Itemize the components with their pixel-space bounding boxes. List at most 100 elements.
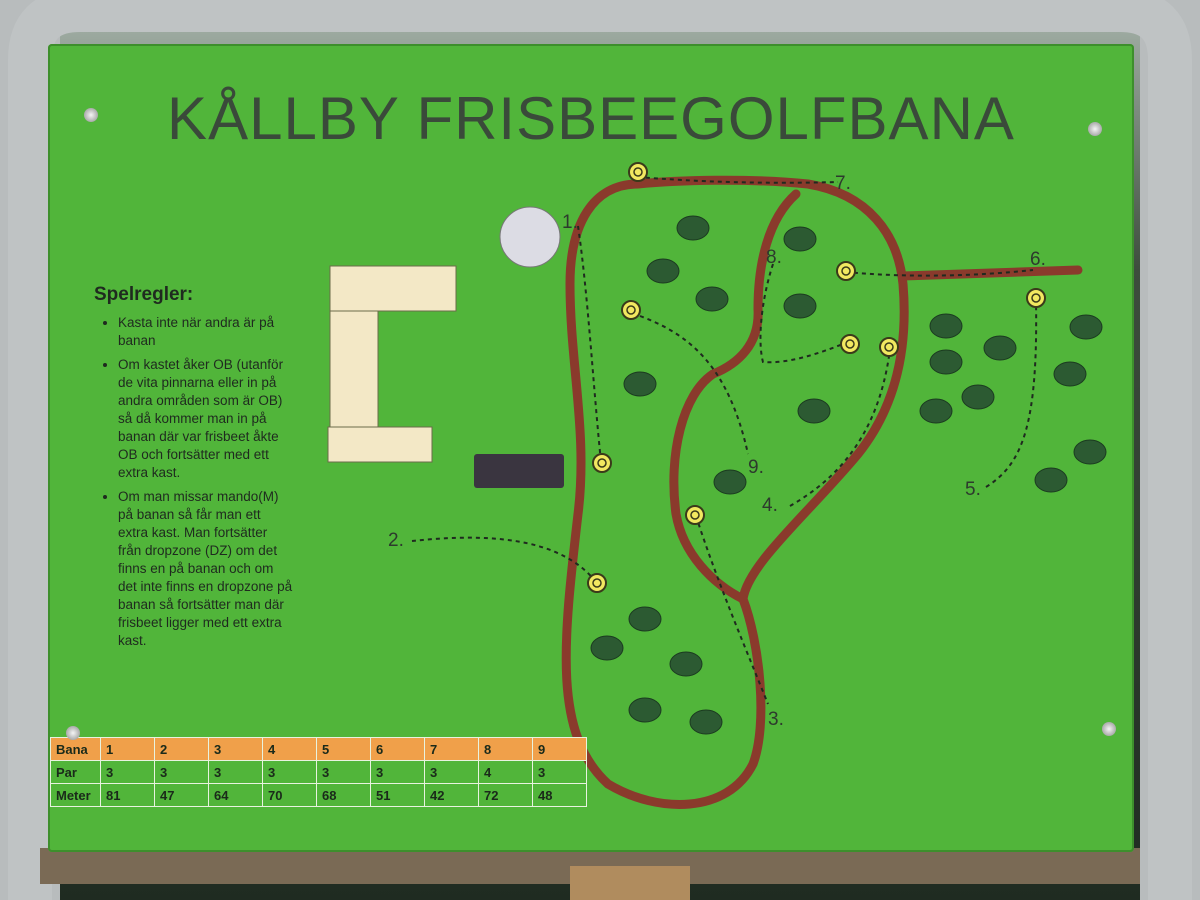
tree-icon — [713, 469, 747, 495]
fairway-6 — [845, 269, 1034, 277]
table-cell: 3 — [316, 760, 371, 784]
hole-label-5: 5. — [965, 479, 981, 500]
table-cell: 47 — [154, 783, 209, 807]
basket-icon — [1026, 288, 1046, 308]
hole-label-6: 6. — [1030, 249, 1046, 270]
table-cell: 3 — [532, 760, 587, 784]
fairway-3 — [695, 515, 769, 705]
hole-label-2: 2. — [388, 530, 404, 551]
table-cell: 3 — [424, 760, 479, 784]
rule-item: Kasta inte när andra är på banan — [118, 314, 294, 350]
table-cell: 7 — [424, 737, 479, 761]
basket-group — [587, 162, 1046, 593]
tree-icon — [1053, 361, 1087, 387]
tree-icon — [1073, 439, 1107, 465]
inner-path — [669, 189, 801, 604]
screw-icon — [84, 108, 98, 122]
table-cell: 2 — [154, 737, 209, 761]
hole-label-7: 7. — [835, 173, 851, 194]
table-cell: 70 — [262, 783, 317, 807]
table-cell: 3 — [208, 737, 263, 761]
table-cell: 6 — [370, 737, 425, 761]
basket-icon — [879, 337, 899, 357]
table-cell: 3 — [154, 760, 209, 784]
table-cell: 81 — [100, 783, 155, 807]
table-cell: 5 — [316, 737, 371, 761]
sign-title: KÅLLBY FRISBEEGOLFBANA — [167, 85, 1015, 152]
basket-icon — [592, 453, 612, 473]
table-cell: 8 — [478, 737, 533, 761]
table-cell: 72 — [478, 783, 533, 807]
tree-group — [590, 215, 1107, 735]
sign-board: KÅLLBY FRISBEEGOLFBANA Spelregler: Kasta… — [48, 44, 1134, 852]
tree-icon — [919, 398, 953, 424]
rule-item: Om kastet åker OB (utanför de vita pinna… — [118, 356, 294, 482]
row-header-bana: Bana — [50, 737, 101, 761]
hole-label-8: 8. — [766, 247, 782, 268]
fairway-8 — [759, 263, 849, 364]
tree-icon — [983, 335, 1017, 361]
hole-label-4: 4. — [762, 495, 778, 516]
fairway-7 — [637, 176, 839, 184]
building-bottom — [327, 426, 433, 463]
tree-icon — [695, 286, 729, 312]
tree-icon — [628, 606, 662, 632]
course-map: 1. 2. 3. 4. 5. 6. 7. 8. 9. — [327, 162, 1107, 809]
basket-icon — [840, 334, 860, 354]
table-cell: 4 — [262, 737, 317, 761]
fairway-9 — [639, 315, 749, 455]
table-cell: 48 — [532, 783, 587, 807]
tree-icon — [646, 258, 680, 284]
rule-item: Om man missar mando(M) på banan så får m… — [118, 488, 294, 650]
table-cell: 3 — [208, 760, 263, 784]
tree-icon — [628, 697, 662, 723]
tree-icon — [676, 215, 710, 241]
main-path-loop — [561, 175, 909, 809]
scorecard-table: Bana 1 2 3 4 5 6 7 8 9 Par 3 3 3 3 3 3 3… — [50, 737, 587, 807]
tree-icon — [961, 384, 995, 410]
table-cell: 1 — [100, 737, 155, 761]
table-cell: 3 — [100, 760, 155, 784]
screw-icon — [1088, 122, 1102, 136]
tree-icon — [929, 349, 963, 375]
row-header-meter: Meter — [50, 783, 101, 807]
building-middle — [329, 310, 379, 430]
fairway-1 — [577, 225, 602, 463]
screw-icon — [66, 726, 80, 740]
fairway-4 — [789, 348, 891, 507]
rules-panel: Spelregler: Kasta inte när andra är på b… — [94, 284, 294, 656]
table-cell: 64 — [208, 783, 263, 807]
table-cell: 9 — [532, 737, 587, 761]
table-row: Meter 81 47 64 70 68 51 42 72 48 — [50, 783, 587, 807]
tree-icon — [1034, 467, 1068, 493]
parking-area — [474, 454, 564, 488]
building-top — [329, 265, 457, 312]
tree-icon — [783, 226, 817, 252]
round-structure — [499, 206, 561, 268]
table-row: Bana 1 2 3 4 5 6 7 8 9 — [50, 737, 587, 761]
hole-label-9: 9. — [748, 457, 764, 478]
basket-icon — [628, 162, 648, 182]
table-cell: 68 — [316, 783, 371, 807]
fairway-5 — [985, 299, 1038, 488]
basket-icon — [587, 573, 607, 593]
hole-label-1: 1. — [562, 212, 578, 233]
tree-icon — [689, 709, 723, 735]
tree-icon — [797, 398, 831, 424]
table-cell: 4 — [478, 760, 533, 784]
table-row: Par 3 3 3 3 3 3 3 4 3 — [50, 760, 587, 784]
rules-list: Kasta inte när andra är på banan Om kast… — [94, 314, 294, 650]
fairway-2 — [411, 536, 597, 583]
tree-icon — [929, 313, 963, 339]
table-cell: 3 — [370, 760, 425, 784]
tree-icon — [783, 293, 817, 319]
table-cell: 42 — [424, 783, 479, 807]
tree-icon — [1069, 314, 1103, 340]
tree-icon — [669, 651, 703, 677]
row-header-par: Par — [50, 760, 101, 784]
rules-heading: Spelregler: — [94, 284, 194, 305]
basket-icon — [621, 300, 641, 320]
basket-icon — [685, 505, 705, 525]
table-cell: 51 — [370, 783, 425, 807]
screw-icon — [1102, 722, 1116, 736]
